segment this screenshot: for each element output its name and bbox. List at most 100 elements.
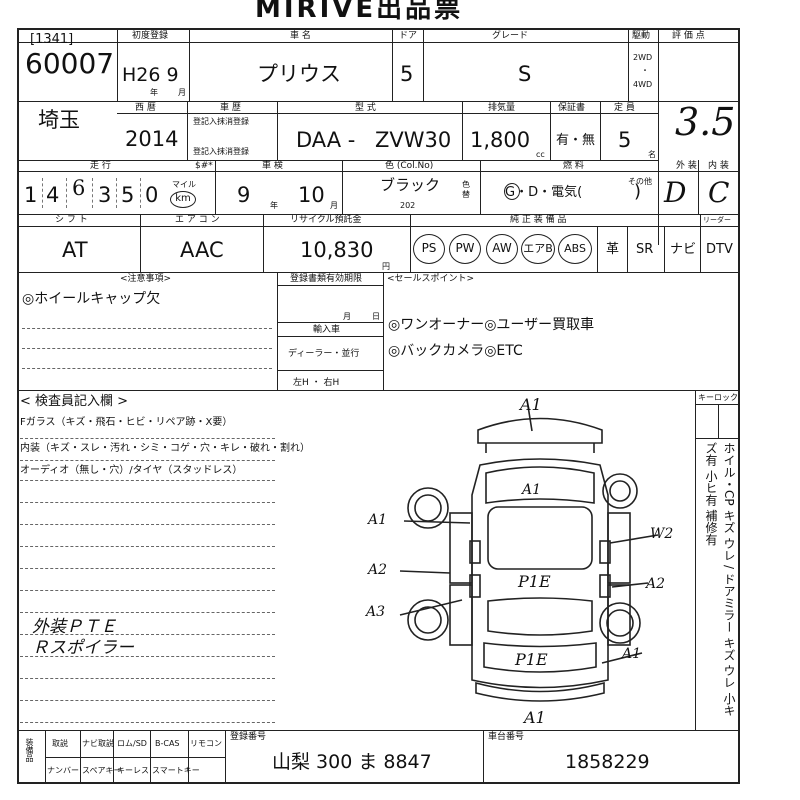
score-value: 3.5 <box>675 100 736 144</box>
mark-top: A1 <box>520 395 542 414</box>
acc-spare: スペアキー <box>82 766 122 775</box>
acc-bcas: B-CAS <box>155 739 180 748</box>
fuel-value: G・D・電気( <box>505 185 583 200</box>
grade-value: S <box>518 62 532 86</box>
equip-leather: 革 <box>606 242 620 257</box>
inspector-note2: Ｒスポイラー <box>32 638 134 658</box>
label-inspector: < 検査員記入欄 > <box>20 394 129 409</box>
label-shift: シ フ ト <box>55 215 88 225</box>
label-registration: 初度登録 <box>132 31 169 41</box>
year-western: 2014 <box>125 127 179 151</box>
prefecture: 埼玉 <box>38 108 80 132</box>
color-value: ブラック <box>380 176 441 194</box>
label-aircon: エ ア コ ン <box>175 215 220 225</box>
displacement-value: 1,800 <box>470 128 531 152</box>
mark-left-rear: A3 <box>366 604 386 620</box>
sheet-title: MIRIVE出品票 <box>255 0 464 24</box>
label-inspection: 車 検 <box>262 161 283 171</box>
acc-keyless: キーレス <box>117 766 149 775</box>
acc-manual: 取説 <box>52 739 68 748</box>
sales-line1: ◎ワンオーナー◎ユーザー買取車 <box>388 317 595 333</box>
lot-code: [1341] <box>30 32 74 47</box>
import-label: 輸入車 <box>313 325 341 335</box>
equip-aw: AW <box>486 234 518 264</box>
vehicle-name: プリウス <box>257 62 341 86</box>
label-reg-doc: 登録書類有効期限 <box>290 274 363 284</box>
label-drive: 駆動 <box>632 31 651 41</box>
auction-sheet <box>17 28 740 784</box>
steering-option: 左H ・ 右H <box>293 378 340 388</box>
warranty-value: 有・無 <box>556 133 596 148</box>
label-history: 車 歴 <box>220 103 241 113</box>
label-chassis: 車台番号 <box>488 732 525 742</box>
label-accessories: 装備品 <box>25 738 34 762</box>
equip-sr: SR <box>636 242 654 257</box>
dealer-option: ディーラー・並行 <box>288 349 360 359</box>
lot-number: 60007 <box>25 47 115 80</box>
mark-left-front: A1 <box>368 512 388 528</box>
mark-bottom: A1 <box>524 708 546 727</box>
car-diagram <box>399 405 659 702</box>
mark-center: P1E <box>518 572 551 591</box>
inspector-line1: Fガラス（キズ・飛石・ヒビ・リペア跡・X要） <box>20 417 233 428</box>
acc-remote: リモコン <box>190 739 222 748</box>
label-sales-point: <セールスポイント> <box>387 274 475 284</box>
label-exterior: 外 装 <box>676 161 697 171</box>
label-model: 型 式 <box>355 103 376 113</box>
chassis-value: 1858229 <box>565 751 650 773</box>
label-meter: $#* <box>195 161 213 171</box>
label-equipment: 純 正 装 備 品 <box>510 215 567 225</box>
equip-dtv: DTV <box>706 242 733 257</box>
color-number: 202 <box>400 201 416 210</box>
label-warranty: 保証書 <box>558 103 586 113</box>
label-score: 評 価 点 <box>672 31 705 41</box>
label-recycle: リサイクル預託金 <box>290 215 362 225</box>
doors-value: 5 <box>400 62 414 86</box>
side-note: ホイル・CP キズ ウレ / ドアミラー キズ ウレ 小キズ有 小ヒ有 補修有 <box>704 442 736 717</box>
mileage-d1: 4 <box>46 183 60 207</box>
equip-navi: ナビ <box>670 242 697 257</box>
label-color: 色 (Col.No) <box>385 161 434 171</box>
acc-smartkey: スマートキー <box>152 766 200 775</box>
label-remarks: <注意事項> <box>120 274 172 284</box>
drive-4wd: 4WD <box>633 80 653 89</box>
mileage-d3: 3 <box>98 183 112 207</box>
shift-value: AT <box>62 238 88 262</box>
inspection-month: 10 <box>298 183 325 207</box>
label-fuel: 燃 料 <box>563 161 584 171</box>
mark-right-rear: A2 <box>646 576 666 592</box>
inspector-note1: 外装ＰＴＥ <box>32 617 117 637</box>
equip-abs: ABS <box>558 234 592 264</box>
drive-2wd: 2WD <box>633 53 653 62</box>
equip-pw: PW <box>449 234 481 264</box>
interior-score: C <box>708 176 730 209</box>
mark-rear-right: A1 <box>622 646 642 662</box>
label-interior: 内 装 <box>708 161 729 171</box>
acc-plate: ナンバー <box>47 766 79 775</box>
label-doors: ドア <box>399 31 418 41</box>
remarks-line1: ◎ホイールキャップ欠 <box>22 291 161 307</box>
mark-lower-center: P1E <box>515 650 548 669</box>
sales-line2: ◎バックカメラ◎ETC <box>388 343 523 359</box>
label-grade: グレード <box>492 31 529 41</box>
mileage-d0: 1 <box>24 183 38 207</box>
label-plate: 登録番号 <box>230 732 267 742</box>
label-displacement: 排気量 <box>488 103 516 113</box>
label-capacity: 定 員 <box>614 103 635 113</box>
aircon-value: AAC <box>180 238 224 262</box>
label-mileage: 走 行 <box>90 161 111 171</box>
equip-ps: PS <box>413 234 445 264</box>
mileage-d4: 5 <box>121 183 135 207</box>
acc-rom: ロム/SD <box>117 739 147 748</box>
capacity-value: 5 <box>618 128 632 152</box>
model-prefix: DAA - <box>296 128 356 152</box>
inspection-year: 9 <box>237 183 251 207</box>
label-name: 車 名 <box>290 31 311 41</box>
recycle-value: 10,830 <box>300 238 374 262</box>
mark-right-front: W2 <box>650 526 674 542</box>
inspector-line3: オーディオ（無し・穴）/タイヤ（スタッドレス） <box>20 465 243 476</box>
exterior-score: D <box>664 176 687 209</box>
km-unit: km <box>170 191 196 208</box>
acc-navi-man: ナビ取説 <box>82 739 114 748</box>
mileage-d2: 6 <box>72 176 86 200</box>
